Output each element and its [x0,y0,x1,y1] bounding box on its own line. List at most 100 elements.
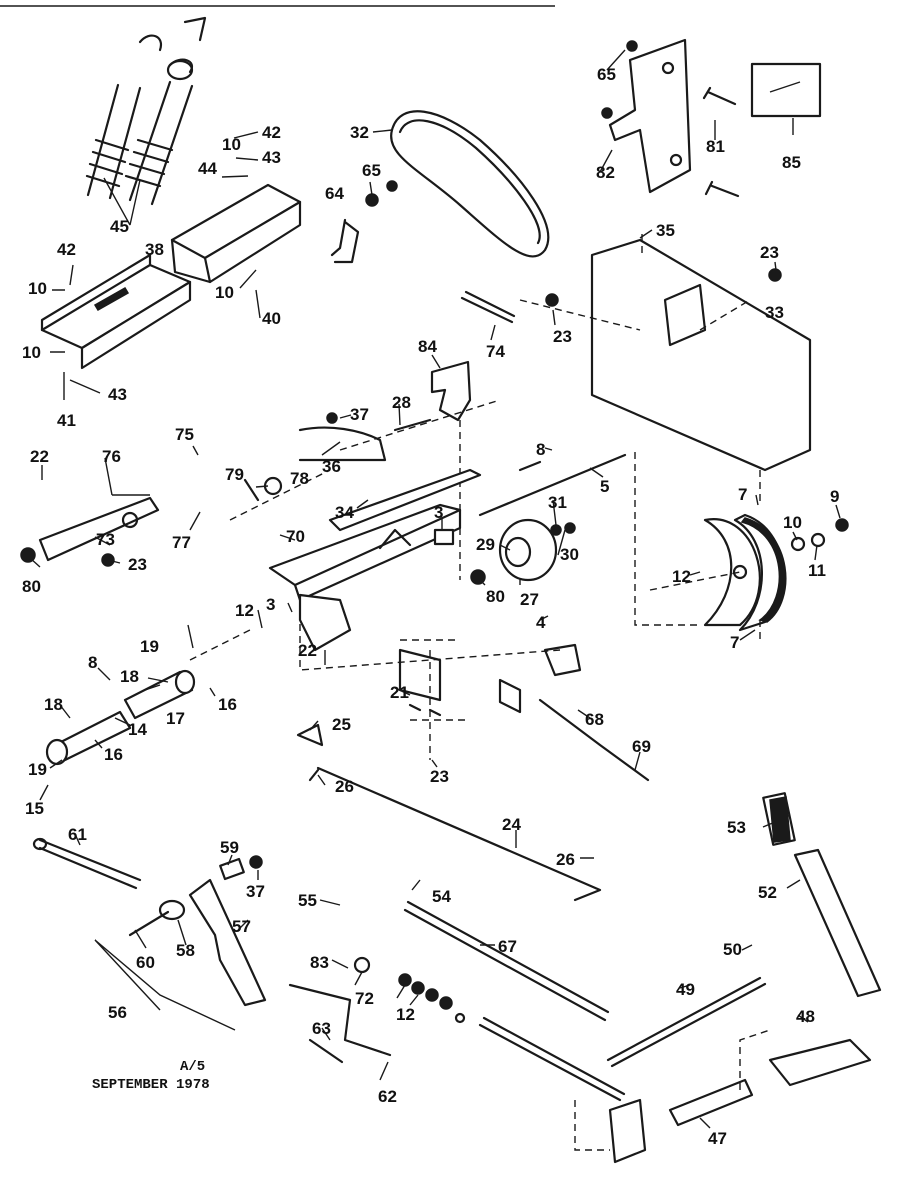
callout-45: 45 [110,217,129,236]
callout-47: 47 [708,1129,727,1148]
part-49-rod [606,976,767,1068]
callout-11: 11 [808,561,826,580]
callout-38: 38 [145,240,164,259]
callout-41: 41 [57,411,76,430]
callout-68: 68 [585,710,604,729]
callout-3: 3 [266,595,275,614]
part-61-rod [32,837,142,890]
callout-22: 22 [298,641,317,660]
part-79-pin [243,478,260,502]
callout-23: 23 [430,767,449,786]
callout-54: 54 [432,887,451,906]
part-44-right-cover [170,183,302,284]
callout-29: 29 [476,535,495,554]
part-28-pin [393,418,432,432]
part-7-large-gear [703,470,787,640]
callout-48: 48 [796,1007,815,1026]
callout-65: 65 [362,161,381,180]
part-32-belt [390,110,550,258]
callout-10: 10 [28,279,47,298]
callout-76: 76 [102,447,121,466]
part-26-pin [308,768,320,782]
callout-70: 70 [286,527,305,546]
part-63-pin [308,1038,344,1064]
callout-17: 17 [166,709,185,728]
callout-12: 12 [396,1005,415,1024]
part-81-bolts [702,86,740,198]
part-5-shaft [478,453,627,517]
callout-16: 16 [104,745,123,764]
part-65-nut [365,193,379,207]
part-36-link [298,426,387,462]
callout-5: 5 [600,477,609,496]
callout-18: 18 [44,695,63,714]
callout-73: 73 [96,530,115,549]
part-11-washer [810,532,826,548]
callout-84: 84 [418,337,437,356]
callout-64: 64 [325,184,344,203]
callout-50: 50 [723,940,742,959]
callout-35: 35 [656,221,675,240]
callout-32: 32 [350,123,369,142]
part-48-arm [768,1038,872,1087]
part-82-bracket [601,38,692,194]
part-45-springs [85,16,207,206]
callout-42: 42 [57,240,76,259]
callout-37: 37 [246,882,265,901]
callout-82: 82 [596,163,615,182]
part-59-bushing [219,857,245,881]
callout-53: 53 [727,818,746,837]
callout-83: 83 [310,953,329,972]
callout-19: 19 [140,637,159,656]
callout-labels: 45 42 10 43 44 38 42 10 10 40 10 43 41 3… [22,65,839,1148]
callout-10: 10 [22,343,41,362]
stamp-date: SEPTEMBER 1978 [92,1077,210,1093]
callout-56: 56 [108,1003,127,1022]
part-38-left-cover [40,253,192,370]
part-64-hook [330,218,360,264]
part-74-rod [460,290,516,324]
callout-80: 80 [486,587,505,606]
callout-24: 24 [502,815,521,834]
callout-60: 60 [136,953,155,972]
part-85-plate [750,62,822,118]
callout-10: 10 [222,135,241,154]
callout-81: 81 [706,137,725,156]
callout-55: 55 [298,891,317,910]
callout-26: 26 [335,777,354,796]
part-37-nut [326,412,338,424]
callout-65: 65 [597,65,616,84]
callout-10: 10 [783,513,802,532]
callout-62: 62 [378,1087,397,1106]
part-47-bracket [608,1098,647,1164]
callout-33: 33 [765,303,784,322]
callout-40: 40 [262,309,281,328]
callout-26: 26 [556,850,575,869]
callout-77: 77 [172,533,191,552]
callout-22: 22 [30,447,49,466]
part-52-handle [762,792,882,998]
callout-58: 58 [176,941,195,960]
part-84-clip [430,360,472,422]
callout-10: 10 [215,283,234,302]
callout-36: 36 [322,457,341,476]
callout-8: 8 [88,653,97,672]
callout-14: 14 [128,720,147,739]
callout-57: 57 [232,917,251,936]
callout-80: 80 [22,577,41,596]
callout-19: 19 [28,760,47,779]
part-9-nut [835,518,849,532]
callout-52: 52 [758,883,777,902]
leader-lines [29,49,841,1129]
callout-3: 3 [434,503,443,522]
part-8-key [518,460,542,472]
callout-15: 15 [25,799,44,818]
part-68-spring-bracket [543,643,582,677]
callout-79: 79 [225,465,244,484]
callout-67: 67 [498,937,517,956]
callout-43: 43 [108,385,127,404]
callout-9: 9 [830,487,839,506]
callout-75: 75 [175,425,194,444]
callout-74: 74 [486,342,505,361]
callout-63: 63 [312,1019,331,1038]
